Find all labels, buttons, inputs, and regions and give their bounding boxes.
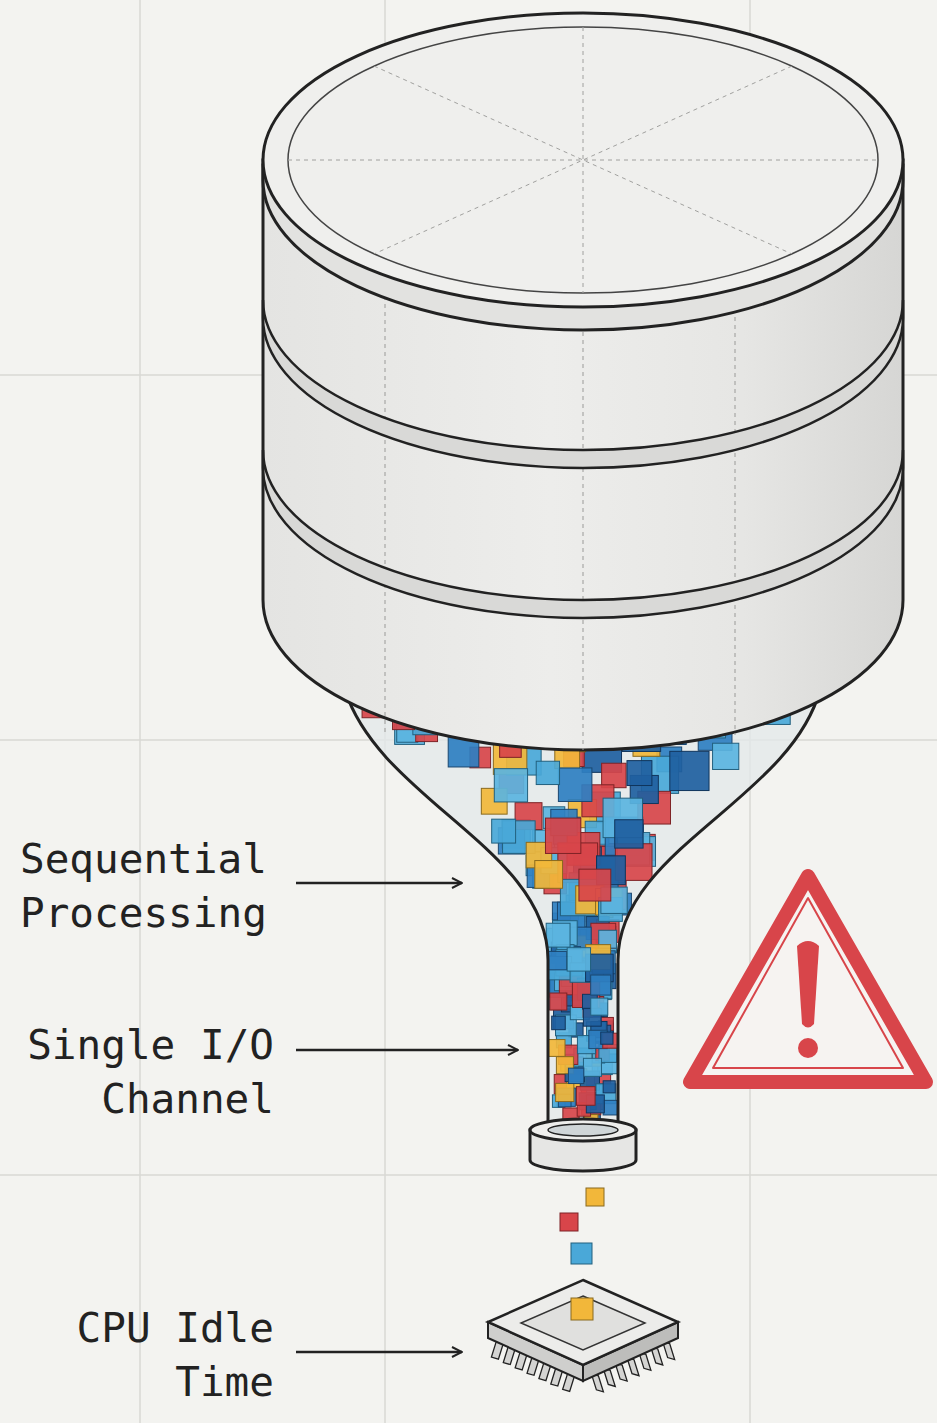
data-block bbox=[586, 1188, 604, 1206]
data-block bbox=[494, 769, 527, 802]
data-block bbox=[627, 761, 652, 786]
data-block bbox=[603, 1081, 615, 1093]
warning-mark bbox=[797, 941, 819, 1028]
data-block bbox=[552, 1016, 566, 1030]
data-block bbox=[576, 1087, 595, 1106]
leader-line bbox=[296, 882, 462, 885]
cylinder-band bbox=[263, 450, 903, 618]
leader-line bbox=[296, 1351, 462, 1354]
data-block bbox=[550, 993, 567, 1010]
nozzle-opening bbox=[548, 1124, 618, 1136]
data-block bbox=[560, 1213, 578, 1231]
data-block bbox=[535, 861, 563, 889]
data-block bbox=[603, 1100, 618, 1115]
cylinder-top-inner bbox=[288, 27, 878, 293]
data-block bbox=[571, 1298, 593, 1320]
chip-top bbox=[488, 1280, 678, 1365]
callout-label: Single I/O Channel bbox=[12, 1018, 274, 1126]
data-block bbox=[615, 820, 643, 848]
callout-label: CPU Idle Time bbox=[12, 1301, 274, 1409]
data-block bbox=[556, 1083, 574, 1101]
construction-line bbox=[583, 27, 584, 293]
data-block bbox=[548, 1040, 565, 1057]
data-block bbox=[602, 763, 626, 787]
data-block bbox=[713, 743, 739, 769]
cylinder-top bbox=[263, 13, 903, 307]
construction-line bbox=[288, 160, 878, 161]
construction-line bbox=[583, 300, 584, 750]
nozzle-rim bbox=[530, 1119, 636, 1141]
data-block bbox=[548, 951, 566, 969]
data-block bbox=[558, 768, 592, 802]
leader-line bbox=[296, 1049, 518, 1052]
construction-line bbox=[374, 66, 792, 254]
data-block bbox=[567, 948, 590, 971]
data-block bbox=[536, 761, 559, 784]
data-block bbox=[492, 819, 516, 843]
top-guides bbox=[288, 27, 878, 293]
data-block bbox=[583, 1058, 601, 1076]
data-block bbox=[568, 1068, 583, 1083]
chip-die bbox=[521, 1296, 645, 1350]
funnel-outline bbox=[345, 690, 548, 1127]
data-block bbox=[545, 818, 580, 853]
callout-label: Sequential Processing bbox=[20, 832, 282, 940]
data-block bbox=[546, 923, 570, 947]
warning-dot bbox=[798, 1038, 818, 1058]
construction-line bbox=[735, 285, 736, 735]
construction-line bbox=[385, 280, 386, 735]
data-block bbox=[670, 751, 709, 790]
cpu-chip bbox=[488, 1280, 678, 1392]
data-block bbox=[591, 998, 608, 1015]
data-block bbox=[579, 869, 611, 901]
warning-triangle bbox=[690, 876, 926, 1082]
grid-line bbox=[0, 1174, 937, 1176]
warning-triangle-inner bbox=[713, 898, 903, 1068]
data-block bbox=[601, 1032, 613, 1044]
data-block bbox=[571, 1243, 592, 1264]
grid-line bbox=[139, 0, 141, 1423]
data-block bbox=[591, 975, 611, 995]
construction-line bbox=[374, 66, 792, 254]
